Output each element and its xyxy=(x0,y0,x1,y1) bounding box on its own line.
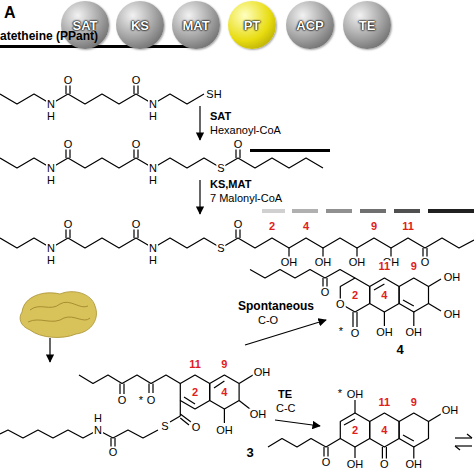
scheme-label: 7 Malonyl-CoA xyxy=(210,192,282,204)
atom-label: N xyxy=(46,243,56,254)
atom-label: O xyxy=(191,422,202,433)
atom-label: OH xyxy=(375,327,394,338)
atom-label: O xyxy=(131,139,142,150)
atom-label: N xyxy=(46,99,56,110)
atom-label: O xyxy=(131,219,142,230)
atom-label: O xyxy=(108,447,119,458)
atom-label: S xyxy=(216,243,225,254)
atom-label: OH xyxy=(348,257,367,268)
domain-circle: PT xyxy=(228,1,276,49)
atom-label: OH xyxy=(280,257,299,268)
atom-label: O xyxy=(117,395,128,406)
callout-number: 2 xyxy=(268,221,276,232)
domain-name: MAT xyxy=(182,19,209,32)
callout-number: 9 xyxy=(410,397,418,408)
callout-number: 11 xyxy=(401,221,415,232)
callout-number: 4 xyxy=(302,221,310,232)
atom-label: O xyxy=(233,139,244,150)
domain-name: KS xyxy=(131,19,149,32)
atom-label: H xyxy=(46,111,56,122)
scheme-label: C-O xyxy=(258,314,278,326)
domain-name: TE xyxy=(359,19,376,32)
atom-label: H xyxy=(148,111,158,122)
atom-label: * xyxy=(338,326,344,337)
compound-number: 4 xyxy=(396,343,403,356)
callout-number: 2 xyxy=(351,425,359,436)
atom-label: O xyxy=(350,328,361,339)
domain-name: ACP xyxy=(296,19,323,32)
callout-number: 9 xyxy=(410,261,418,272)
atom-label: OH xyxy=(253,367,272,378)
atom-label: O xyxy=(420,257,431,268)
atom-label: O xyxy=(320,287,331,298)
callout-number: 2 xyxy=(191,387,199,398)
atom-label: H xyxy=(148,255,158,266)
atom-label: OH xyxy=(215,425,234,436)
atom-label: O xyxy=(233,219,244,230)
atom-label: S xyxy=(160,421,169,432)
atom-label: O xyxy=(379,459,390,470)
domain-circle: MAT xyxy=(172,1,220,49)
callout-number: 2 xyxy=(351,290,359,301)
callout-number: 4 xyxy=(380,290,388,301)
scheme-label: TE xyxy=(278,388,292,400)
scheme-label: KS,MAT xyxy=(210,178,251,190)
atom-label: OH xyxy=(443,309,462,320)
scheme-label: SAT xyxy=(210,110,231,122)
atom-label: O xyxy=(63,139,74,150)
atom-label: N xyxy=(93,425,103,436)
atom-label: N xyxy=(148,99,158,110)
atom-label: OH xyxy=(441,405,460,416)
atom-label: * xyxy=(138,395,144,406)
atom-label: OH xyxy=(405,459,424,470)
callout-number: 11 xyxy=(188,359,202,370)
scheme-label: atetheine (PPant) xyxy=(0,30,98,43)
atom-label: H xyxy=(93,413,103,424)
atom-label: O xyxy=(131,75,142,86)
atom-label: O xyxy=(335,298,346,309)
atom-label: OH xyxy=(314,257,333,268)
atom-label: N xyxy=(148,163,158,174)
scheme-label: Hexanoyl-CoA xyxy=(210,124,281,136)
panel-letter: A xyxy=(4,4,16,22)
domain-name: PT xyxy=(244,19,261,32)
atom-label: O xyxy=(321,457,332,468)
atom-label: O xyxy=(63,219,74,230)
atom-label: H xyxy=(46,175,56,186)
atom-label: OH xyxy=(443,272,462,283)
atom-label: S xyxy=(216,163,225,174)
atom-label: O xyxy=(146,395,157,406)
domain-circle: KS xyxy=(116,1,164,49)
atom-label: N xyxy=(148,243,158,254)
compound-number: 3 xyxy=(246,446,253,459)
domain-circle: TE xyxy=(343,1,391,49)
atom-label: OH xyxy=(346,459,365,470)
atom-label: OH xyxy=(346,389,365,400)
scheme-label: Spontaneous xyxy=(238,300,314,313)
callout-number: 4 xyxy=(220,387,228,398)
atom-label: * xyxy=(337,388,343,399)
callout-number: 4 xyxy=(380,425,388,436)
atom-label: N xyxy=(46,163,56,174)
atom-label: O xyxy=(63,75,74,86)
callout-number: 11 xyxy=(378,261,392,272)
scheme-label: C-C xyxy=(276,402,296,414)
atom-label: H xyxy=(148,175,158,186)
atom-label: OH xyxy=(405,327,424,338)
atom-label: OH xyxy=(249,409,268,420)
atom-label: H xyxy=(46,255,56,266)
callout-number: 9 xyxy=(370,221,378,232)
callout-number: 9 xyxy=(220,359,228,370)
atom-label: SH xyxy=(205,89,222,100)
domain-circle: ACP xyxy=(286,1,334,49)
callout-number: 11 xyxy=(378,397,392,408)
